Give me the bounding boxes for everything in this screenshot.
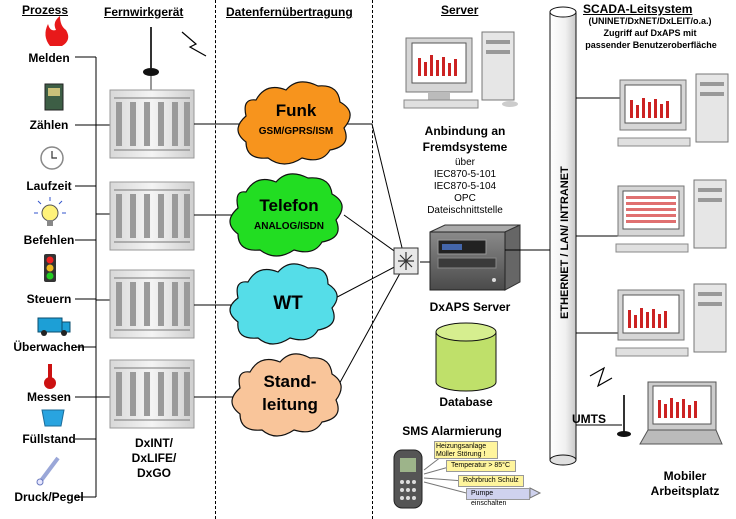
radio-signal-icon bbox=[181, 31, 207, 57]
sms-arrow-tip bbox=[529, 487, 542, 499]
process-label: Druck/Pegel bbox=[14, 490, 84, 504]
header-process: Prozess bbox=[22, 3, 69, 17]
channel-telefon-sub: ANALOG/ISDN bbox=[254, 221, 324, 232]
mobile-label-2: Arbeitsplatz bbox=[650, 484, 720, 498]
protocol-item: über bbox=[454, 157, 475, 168]
scada-subtitle-3: passender Benutzeroberfläche bbox=[585, 40, 717, 50]
lightbulb-icon bbox=[34, 197, 66, 226]
laptop-icon bbox=[639, 381, 723, 445]
dxaps-label: DxAPS Server bbox=[429, 300, 511, 314]
mobile-label-1: Mobiler bbox=[663, 469, 707, 483]
header-scada: SCADA-Leitsystem bbox=[583, 2, 693, 16]
channel-wt-title: WT bbox=[273, 293, 303, 314]
protocol-item: Dateischnittstelle bbox=[427, 205, 503, 216]
scada-subtitle-2: Zugriff auf DxAPS mit bbox=[603, 28, 697, 38]
flame-icon bbox=[45, 16, 69, 46]
database-icon bbox=[435, 322, 497, 392]
process-bracket bbox=[75, 56, 110, 498]
sms-message-3: Rohrbruch Schulz bbox=[458, 475, 524, 487]
header-server: Server bbox=[441, 3, 479, 17]
channel-telefon-title: Telefon bbox=[259, 196, 319, 215]
device-label-1: DxINT/ bbox=[134, 436, 173, 450]
cloud-standleitung bbox=[231, 353, 342, 437]
database-label: Database bbox=[439, 395, 493, 409]
process-label: Messen bbox=[26, 390, 72, 404]
process-label: Melden bbox=[28, 51, 70, 65]
device-label-3: DxGO bbox=[136, 466, 171, 480]
traffic-light-icon bbox=[44, 254, 56, 282]
ethernet-bus-icon bbox=[549, 6, 577, 466]
process-label: Laufzeit bbox=[26, 179, 72, 193]
process-label: Überwachen bbox=[13, 340, 85, 354]
sms-title: SMS Alarmierung bbox=[402, 424, 502, 438]
scada-workstation-icon bbox=[617, 73, 729, 147]
column-separator bbox=[215, 0, 216, 519]
clock-icon bbox=[40, 146, 64, 170]
channel-standleitung-line2: leitung bbox=[262, 395, 318, 414]
antenna-icon bbox=[143, 27, 159, 90]
cloud-wt bbox=[229, 263, 338, 345]
sms-message-4: Pumpe einschalten bbox=[466, 488, 530, 507]
protocol-item: IEC870-5-104 bbox=[433, 181, 497, 192]
device-label-2: DxLIFE/ bbox=[131, 451, 177, 465]
protocol-item: OPC bbox=[454, 193, 476, 204]
radio-signal-icon bbox=[589, 366, 613, 388]
scada-subtitle-1: (UNINET/DxNET/DxLEIT/o.a.) bbox=[588, 16, 712, 26]
umts-antenna-icon bbox=[617, 395, 631, 437]
dxaps-server-icon bbox=[429, 224, 521, 291]
process-label: Füllstand bbox=[22, 432, 76, 446]
scada-workstation-icon bbox=[615, 179, 727, 253]
network-label: ETHERNET / LAN/ INTRANET bbox=[559, 166, 571, 319]
meter-icon bbox=[44, 83, 64, 111]
header-transfer: Datenfernübertragung bbox=[226, 5, 353, 19]
thermometer-icon bbox=[44, 364, 56, 389]
router-icon bbox=[393, 247, 419, 275]
channel-clouds bbox=[229, 81, 351, 437]
channel-funk-sub: GSM/GPRS/ISM bbox=[258, 126, 334, 137]
sms-message-2: Temperatur > 85°C bbox=[446, 460, 516, 472]
scada-workstation-icon bbox=[615, 283, 727, 357]
truck-icon bbox=[37, 317, 71, 336]
mobile-phone-icon bbox=[393, 449, 423, 509]
process-label: Steuern bbox=[26, 292, 72, 306]
server-workstation-icon bbox=[403, 31, 518, 109]
channel-funk-title: Funk bbox=[275, 101, 317, 120]
protocol-item: IEC870-5-101 bbox=[433, 169, 497, 180]
rtu-modules bbox=[109, 89, 195, 429]
process-label: Befehlen bbox=[23, 233, 75, 247]
channel-standleitung-line1: Stand- bbox=[263, 372, 317, 391]
process-label: Zählen bbox=[29, 118, 69, 132]
header-device: Fernwirkgerät bbox=[104, 5, 184, 19]
server-title-2: Fremdsysteme bbox=[422, 140, 508, 154]
server-title-1: Anbindung an bbox=[424, 124, 506, 138]
umts-label: UMTS bbox=[572, 412, 606, 426]
sms-message-1: Heizungsanlage Müller Störung ! bbox=[434, 441, 498, 459]
tank-icon bbox=[41, 409, 65, 427]
column-separator bbox=[372, 0, 373, 519]
pressure-probe-icon bbox=[36, 456, 60, 486]
cloud-telefon bbox=[229, 173, 343, 257]
cloud-funk bbox=[237, 81, 351, 165]
